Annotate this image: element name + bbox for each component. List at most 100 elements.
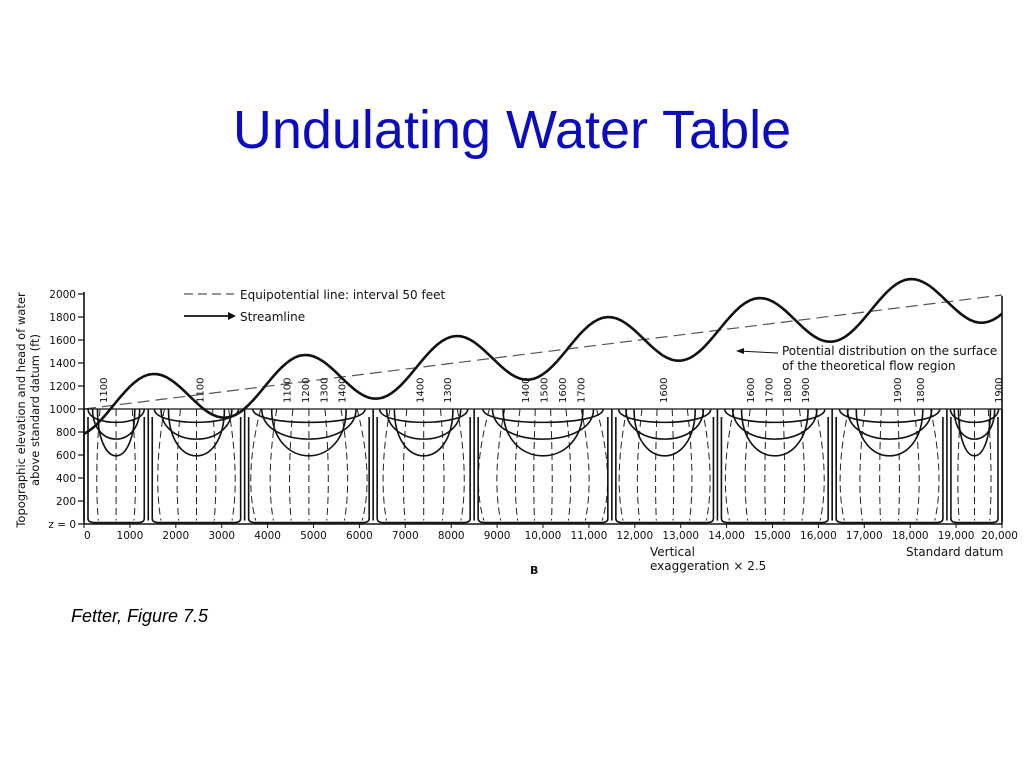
streamline-arc — [378, 408, 469, 424]
x-tick-label: 8000 — [438, 530, 465, 542]
equipotential-line — [514, 408, 521, 521]
contour-label: 1900 — [801, 378, 812, 403]
y-tick-label: 1200 — [49, 381, 76, 393]
streamline-arc — [838, 408, 941, 424]
x-tick-label: 3000 — [208, 530, 235, 542]
standard-datum-label: Standard datum — [906, 545, 1003, 559]
equipotential-line — [250, 408, 262, 521]
annotation-arrowhead — [736, 348, 744, 354]
equipotential-line — [157, 408, 165, 521]
streamline-deep — [835, 417, 944, 524]
legend-streamline-label: Streamline — [240, 310, 305, 324]
equipotential-line — [477, 408, 490, 521]
x-tick-label: 9000 — [484, 530, 511, 542]
equipotential-line — [596, 408, 609, 521]
streamline-arc — [153, 408, 240, 424]
streamline-deep — [376, 417, 471, 524]
y-tick-label: 800 — [56, 427, 76, 439]
equipotential-line — [382, 408, 391, 521]
equipotential-line — [671, 408, 675, 521]
equipotential-line — [496, 408, 506, 521]
streamline-arc — [393, 408, 454, 457]
contour-label: 1600 — [558, 378, 569, 403]
equipotential-line — [798, 408, 805, 521]
y-tick-label: 1400 — [49, 358, 76, 370]
equipotential-line — [565, 408, 572, 521]
streamline-arc — [846, 408, 933, 440]
equipotential-line — [764, 408, 768, 521]
x-tick-label: 12,000 — [616, 530, 653, 542]
equipotential-lines — [96, 408, 992, 521]
equipotential-line — [533, 408, 536, 521]
y-axis-label-line2: above standard datum (ft) — [28, 334, 42, 486]
streamline-arc — [251, 408, 366, 424]
contour-label: 1700 — [765, 378, 776, 403]
legend: Equipotential line: interval 50 feet Str… — [184, 288, 445, 324]
x-tick-label: 1000 — [117, 530, 144, 542]
streamline-deep — [615, 417, 715, 524]
contour-label: 1400 — [338, 378, 349, 403]
streamline-deep — [950, 417, 999, 524]
note-vertical: Vertical — [650, 545, 695, 559]
contour-label: 1500 — [540, 378, 551, 403]
y-tick-label: z = 0 — [48, 519, 76, 531]
figure-caption: Fetter, Figure 7.5 — [71, 606, 209, 626]
x-tick-label: 6000 — [346, 530, 373, 542]
equipotential-line — [550, 408, 553, 521]
streamline-arc — [91, 408, 141, 440]
streamline-arc — [502, 408, 584, 457]
equipotential-line — [859, 408, 866, 521]
contour-label: 1800 — [783, 378, 794, 403]
equipotential-line — [456, 408, 465, 521]
equipotential-line — [402, 408, 408, 521]
streamline-arc — [87, 408, 146, 424]
regional-gradient-line — [83, 294, 1003, 410]
y-tick-label: 200 — [56, 496, 76, 508]
x-tick-label: 17,000 — [846, 530, 883, 542]
streamline-arc — [723, 408, 826, 424]
streamline-group — [83, 408, 1003, 524]
equipotential-line — [340, 408, 349, 521]
equipotential-line — [618, 408, 628, 521]
equipotential-line — [440, 408, 445, 521]
streamline-deep — [247, 417, 370, 524]
streamline-arc — [385, 408, 462, 440]
legend-streamline-arrow — [228, 312, 236, 320]
streamline-deep — [151, 417, 242, 524]
equipotential-line — [897, 408, 900, 521]
contour-label: 1600 — [659, 378, 670, 403]
x-tick-label: 14,000 — [708, 530, 745, 542]
slide-title: Undulating Water Table — [232, 100, 792, 160]
x-tick-label: 20,000 — [981, 530, 1018, 542]
streamline-arc — [96, 408, 136, 457]
streamline-arc — [953, 408, 996, 440]
streamline-arc — [740, 408, 809, 457]
streamline-arc — [160, 408, 233, 440]
equipotential-line — [879, 408, 882, 521]
x-tick-label: 10,000 — [525, 530, 562, 542]
contour-label: 1400 — [521, 378, 532, 403]
x-tick-label: 18,000 — [892, 530, 929, 542]
streamline-arc — [491, 408, 595, 440]
equipotential-line — [724, 408, 735, 521]
y-tick-label: 600 — [56, 450, 76, 462]
contour-label: 1100 — [283, 378, 294, 403]
contour-label: 1600 — [746, 378, 757, 403]
y-tick-label: 1600 — [49, 335, 76, 347]
streamline-arc — [949, 408, 1000, 424]
equipotential-line — [131, 408, 136, 521]
equipotential-line — [176, 408, 181, 521]
y-tick-label: 2000 — [49, 289, 76, 301]
equipotential-line — [356, 408, 368, 521]
contour-label: 1900 — [994, 378, 1005, 403]
legend-equipotential-label: Equipotential line: interval 50 feet — [240, 288, 445, 302]
x-tick-label: 15,000 — [754, 530, 791, 542]
streamline-arc — [617, 408, 712, 424]
equipotential-line — [228, 408, 236, 521]
annotation-line1: Potential distribution on the surface — [782, 344, 997, 358]
contour-label: 1400 — [416, 378, 427, 403]
note-exaggeration: exaggeration × 2.5 — [650, 559, 766, 573]
equipotential-line — [324, 408, 329, 521]
